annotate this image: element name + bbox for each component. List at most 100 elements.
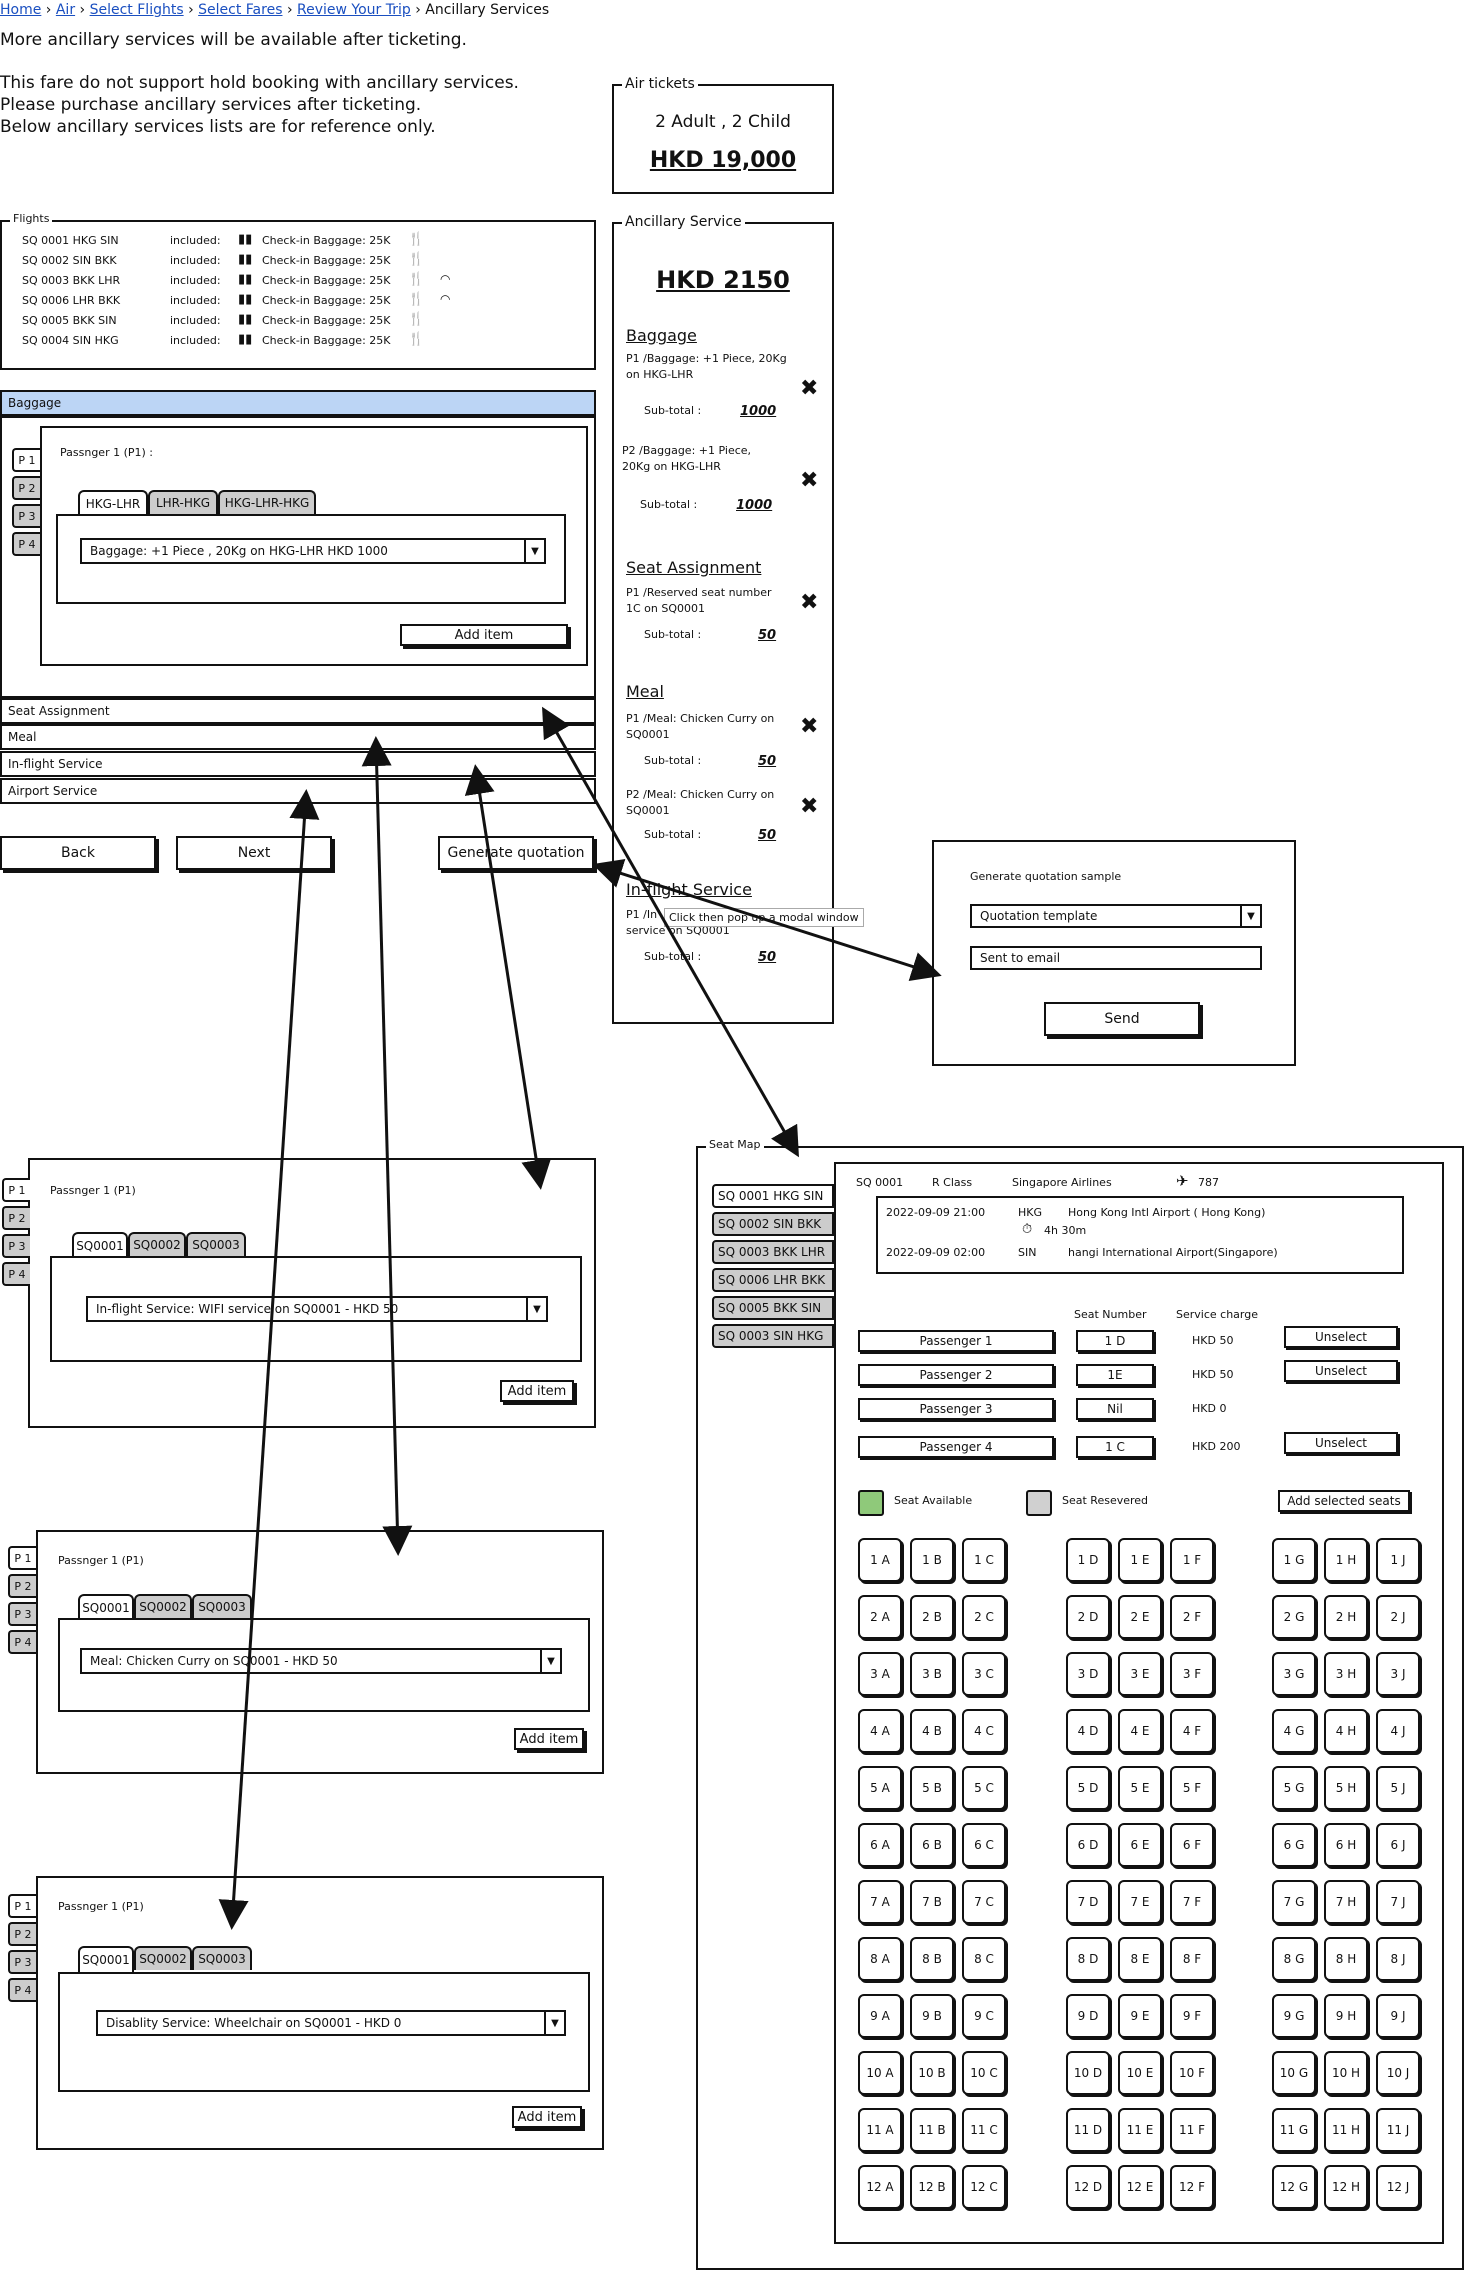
seat-1c[interactable]: 1 C bbox=[962, 1538, 1006, 1582]
passenger-tab-2[interactable]: P 2 bbox=[12, 476, 40, 500]
passenger-button[interactable]: Passenger 3 bbox=[858, 1398, 1054, 1420]
seat-1h[interactable]: 1 H bbox=[1324, 1538, 1368, 1582]
seat-6f[interactable]: 6 F bbox=[1170, 1823, 1214, 1867]
seat-1j[interactable]: 1 J bbox=[1376, 1538, 1420, 1582]
seatmap-flight-tab[interactable]: SQ 0003 SIN HKG bbox=[712, 1324, 834, 1348]
seat-10e[interactable]: 10 E bbox=[1118, 2051, 1162, 2095]
seat-7e[interactable]: 7 E bbox=[1118, 1880, 1162, 1924]
seat-3b[interactable]: 3 B bbox=[910, 1652, 954, 1696]
seat-8c[interactable]: 8 C bbox=[962, 1937, 1006, 1981]
seat-9g[interactable]: 9 G bbox=[1272, 1994, 1316, 2038]
seat-8e[interactable]: 8 E bbox=[1118, 1937, 1162, 1981]
seat-1g[interactable]: 1 G bbox=[1272, 1538, 1316, 1582]
seat-3g[interactable]: 3 G bbox=[1272, 1652, 1316, 1696]
passenger-tab-2[interactable]: P 2 bbox=[8, 1922, 36, 1946]
remove-meal-2-icon[interactable]: ✖ bbox=[800, 794, 819, 819]
seat-12j[interactable]: 12 J bbox=[1376, 2165, 1420, 2209]
airport-select[interactable]: Disablity Service: Wheelchair on SQ0001 … bbox=[96, 2010, 566, 2036]
seat-5j[interactable]: 5 J bbox=[1376, 1766, 1420, 1810]
passenger-tab-4[interactable]: P 4 bbox=[8, 1978, 36, 2002]
seat-12g[interactable]: 12 G bbox=[1272, 2165, 1316, 2209]
seat-7f[interactable]: 7 F bbox=[1170, 1880, 1214, 1924]
seat-12a[interactable]: 12 A bbox=[858, 2165, 902, 2209]
add-inflight-item-button[interactable]: Add item bbox=[500, 1380, 574, 1402]
seat-9b[interactable]: 9 B bbox=[910, 1994, 954, 2038]
seatmap-flight-tab[interactable]: SQ 0005 BKK SIN bbox=[712, 1296, 834, 1320]
tab-hkg-lhr-hkg[interactable]: HKG-LHR-HKG bbox=[218, 490, 316, 514]
back-button[interactable]: Back bbox=[0, 836, 156, 870]
breadcrumb-select-fares[interactable]: Select Fares bbox=[198, 2, 283, 18]
seat-4e[interactable]: 4 E bbox=[1118, 1709, 1162, 1753]
seat-4a[interactable]: 4 A bbox=[858, 1709, 902, 1753]
seat-6h[interactable]: 6 H bbox=[1324, 1823, 1368, 1867]
tab-sq0003[interactable]: SQ0003 bbox=[186, 1232, 246, 1256]
seat-5c[interactable]: 5 C bbox=[962, 1766, 1006, 1810]
seat-9a[interactable]: 9 A bbox=[858, 1994, 902, 2038]
passenger-tab-3[interactable]: P 3 bbox=[8, 1602, 36, 1626]
passenger-tab-1[interactable]: P 1 bbox=[2, 1178, 30, 1202]
add-airport-item-button[interactable]: Add item bbox=[512, 2106, 582, 2128]
tab-sq0002[interactable]: SQ0002 bbox=[128, 1232, 186, 1256]
seat-3h[interactable]: 3 H bbox=[1324, 1652, 1368, 1696]
seat-6a[interactable]: 6 A bbox=[858, 1823, 902, 1867]
seatmap-flight-tab[interactable]: SQ 0001 HKG SIN bbox=[712, 1184, 834, 1208]
accordion-meal[interactable]: Meal bbox=[0, 724, 596, 750]
seat-10a[interactable]: 10 A bbox=[858, 2051, 902, 2095]
remove-baggage-2-icon[interactable]: ✖ bbox=[800, 468, 819, 493]
passenger-tab-4[interactable]: P 4 bbox=[2, 1262, 30, 1286]
email-field[interactable]: Sent to email bbox=[970, 946, 1262, 970]
seat-3f[interactable]: 3 F bbox=[1170, 1652, 1214, 1696]
seat-8g[interactable]: 8 G bbox=[1272, 1937, 1316, 1981]
seat-3j[interactable]: 3 J bbox=[1376, 1652, 1420, 1696]
tab-lhr-hkg[interactable]: LHR-HKG bbox=[148, 490, 218, 514]
seat-2e[interactable]: 2 E bbox=[1118, 1595, 1162, 1639]
seat-6c[interactable]: 6 C bbox=[962, 1823, 1006, 1867]
seat-4b[interactable]: 4 B bbox=[910, 1709, 954, 1753]
seat-5a[interactable]: 5 A bbox=[858, 1766, 902, 1810]
seat-9e[interactable]: 9 E bbox=[1118, 1994, 1162, 2038]
seat-10h[interactable]: 10 H bbox=[1324, 2051, 1368, 2095]
tab-sq0001[interactable]: SQ0001 bbox=[78, 1946, 134, 1972]
tab-hkg-lhr[interactable]: HKG-LHR bbox=[78, 490, 148, 516]
passenger-tab-2[interactable]: P 2 bbox=[8, 1574, 36, 1598]
baggage-select[interactable]: Baggage: +1 Piece , 20Kg on HKG-LHR HKD … bbox=[80, 538, 546, 564]
seat-10d[interactable]: 10 D bbox=[1066, 2051, 1110, 2095]
seat-4h[interactable]: 4 H bbox=[1324, 1709, 1368, 1753]
seat-2a[interactable]: 2 A bbox=[858, 1595, 902, 1639]
tab-sq0003[interactable]: SQ0003 bbox=[192, 1946, 252, 1970]
seat-9f[interactable]: 9 F bbox=[1170, 1994, 1214, 2038]
seat-11h[interactable]: 11 H bbox=[1324, 2108, 1368, 2152]
passenger-button[interactable]: Passenger 2 bbox=[858, 1364, 1054, 1386]
seat-12b[interactable]: 12 B bbox=[910, 2165, 954, 2209]
seat-9j[interactable]: 9 J bbox=[1376, 1994, 1420, 2038]
generate-quotation-button[interactable]: Generate quotation bbox=[438, 836, 594, 870]
seat-2g[interactable]: 2 G bbox=[1272, 1595, 1316, 1639]
seat-5g[interactable]: 5 G bbox=[1272, 1766, 1316, 1810]
send-button[interactable]: Send bbox=[1044, 1002, 1200, 1036]
add-selected-seats-button[interactable]: Add selected seats bbox=[1278, 1490, 1410, 1512]
seat-8j[interactable]: 8 J bbox=[1376, 1937, 1420, 1981]
seat-10b[interactable]: 10 B bbox=[910, 2051, 954, 2095]
seat-9c[interactable]: 9 C bbox=[962, 1994, 1006, 2038]
seatmap-flight-tab[interactable]: SQ 0003 BKK LHR bbox=[712, 1240, 834, 1264]
seat-12d[interactable]: 12 D bbox=[1066, 2165, 1110, 2209]
seat-2h[interactable]: 2 H bbox=[1324, 1595, 1368, 1639]
seat-5e[interactable]: 5 E bbox=[1118, 1766, 1162, 1810]
passenger-button[interactable]: Passenger 1 bbox=[858, 1330, 1054, 1352]
seat-4f[interactable]: 4 F bbox=[1170, 1709, 1214, 1753]
remove-meal-1-icon[interactable]: ✖ bbox=[800, 714, 819, 739]
seat-6d[interactable]: 6 D bbox=[1066, 1823, 1110, 1867]
seat-1e[interactable]: 1 E bbox=[1118, 1538, 1162, 1582]
tab-sq0002[interactable]: SQ0002 bbox=[134, 1594, 192, 1618]
seat-2f[interactable]: 2 F bbox=[1170, 1595, 1214, 1639]
seat-4c[interactable]: 4 C bbox=[962, 1709, 1006, 1753]
seat-7g[interactable]: 7 G bbox=[1272, 1880, 1316, 1924]
add-baggage-item-button[interactable]: Add item bbox=[400, 624, 568, 646]
seat-3a[interactable]: 3 A bbox=[858, 1652, 902, 1696]
seat-6b[interactable]: 6 B bbox=[910, 1823, 954, 1867]
seat-4j[interactable]: 4 J bbox=[1376, 1709, 1420, 1753]
tab-sq0001[interactable]: SQ0001 bbox=[78, 1594, 134, 1620]
seat-3e[interactable]: 3 E bbox=[1118, 1652, 1162, 1696]
seat-11c[interactable]: 11 C bbox=[962, 2108, 1006, 2152]
seat-3d[interactable]: 3 D bbox=[1066, 1652, 1110, 1696]
